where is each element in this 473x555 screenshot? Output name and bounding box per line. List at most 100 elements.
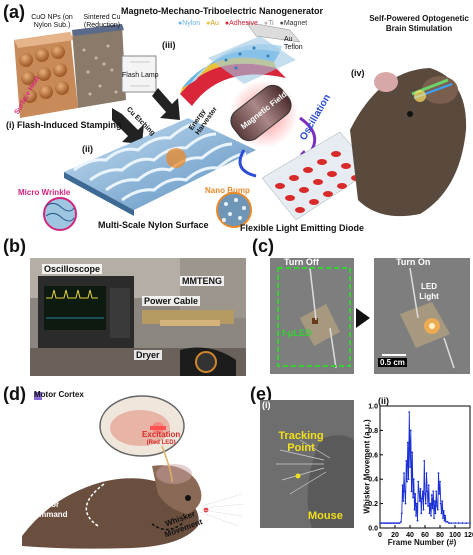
motor-cortex-label: Motor Cortex [34,390,84,399]
data-point-0-64 [437,472,440,474]
step-i-text: Flash-Induced Stamping [17,120,122,130]
data-point-0-22 [406,480,408,483]
data-point-0-80 [461,522,464,525]
data-point-0-19 [403,490,406,493]
chart-y-label: Whisker Movement (a.u.) [362,419,372,514]
sub-ii-label: (ii) [378,396,389,406]
data-point-0-76 [448,522,450,525]
panel-b-label: (b) [3,236,26,256]
legend-dot-adhesive: ● [224,20,230,27]
data-point-0-68 [440,512,443,515]
flash-lamp-icon [121,55,157,93]
power-cable-label: Power Cable [142,296,201,306]
step-iv-label: (iv) [351,68,365,78]
panel-a-label: (a) [3,2,25,22]
x-tick-label-6: 120 [464,532,473,539]
lab-setup-photo [30,258,246,376]
flexible-led-label: Flexible Light Emitting Diode [240,223,365,233]
sintered-label: Sintered Cu (Reduction) [83,14,121,29]
material-legend: ●Nylon ●Au ●Adhesive ●Ti ●Magnet [178,20,307,27]
data-point-0-81 [465,522,468,525]
data-point-0-82 [469,522,471,525]
data-point-0-16 [401,484,404,487]
data-point-0-52 [428,512,431,515]
data-point-0-63 [436,508,439,511]
step-ii-label: (ii) [82,144,93,154]
data-point-0-59 [433,500,436,503]
nano-bump-inset [216,192,252,228]
cuo-nanoparticle-block [14,32,78,118]
led-off-photo [270,258,354,374]
data-point-0-77 [450,522,453,525]
data-point-0-56 [431,507,434,510]
data-point-0-49 [426,490,429,493]
data-point-0-30 [412,496,414,499]
panel-e-tracking-photo: (i) Tracking Point Mouse [260,400,354,528]
au-layer-label: Au [284,36,293,43]
oscilloscope-label: Oscilloscope [42,264,103,274]
mouse-brain-illustration [22,392,245,549]
panel-a-illustration [14,21,467,231]
data-point-0-72 [443,519,446,522]
excitation-sub-text: (Red LED) [146,440,176,446]
data-point-0-2 [382,522,384,525]
panel-d-illustration: Motor Cortex Excitation (Red LED) Motor … [12,386,248,550]
legend-adhesive-label: Adhesive [229,20,258,27]
data-point-0-70 [442,517,444,520]
data-point-0-26 [409,466,411,468]
legend-magnet-label: Magnet [283,20,308,27]
data-point-0-60 [434,512,437,515]
tracking-photo-image [260,400,354,528]
data-point-0-44 [422,508,425,511]
data-point-0-47 [424,502,427,505]
data-point-0-13 [398,522,401,525]
sintered-cu-block [72,24,126,108]
rat-illustration [350,68,467,217]
energy-harvester-layers [180,21,301,106]
data-point-0-40 [419,488,422,490]
multi-scale-label: Multi-Scale Nylon Surface [98,220,209,230]
y-tick-label-5: 1.0 [368,404,378,411]
led-on-photo [374,258,470,374]
x-tick-label-1: 20 [391,532,399,539]
data-point-0-31 [412,478,415,481]
step-i-label: (i) Flash-Induced Stamping [6,120,122,130]
data-point-0-74 [445,521,447,523]
panel-a: (a) Magneto-Mechano-Triboelectric Nanoge… [0,0,473,233]
data-point-0-17 [402,500,405,503]
f-uled-label: f-μLED [282,328,312,338]
chart-x-label: Frame Number (#) [387,538,457,547]
data-point-0-66 [439,480,441,483]
panel-c-label: (c) [252,236,274,256]
sub-i-label: (i) [262,400,271,410]
data-point-0-79 [457,522,460,525]
data-point-0-45 [423,460,426,462]
data-point-0-33 [414,492,417,495]
data-point-0-75 [446,521,449,523]
data-point-0-28 [410,490,413,493]
flash-lamp-label: Flash Lamp [122,72,159,79]
data-point-0-6 [388,522,390,525]
whisker-chart: 0204060801001200.00.20.40.60.81.0 (ii) W… [356,396,473,550]
data-point-0-71 [442,510,445,512]
magnet-icon [230,80,317,178]
scale-bar-label: 0.5 cm [378,358,407,367]
data-point-0-4 [385,522,387,525]
self-powered-label: Self-Powered Optogenetic Brain Stimulati… [369,14,469,33]
data-point-0-36 [416,519,419,522]
y-tick-label-3: 0.6 [368,452,378,459]
data-point-0-3 [383,522,386,525]
data-point-0-37 [417,480,420,483]
arrow-right-icon [356,308,370,328]
panel-d-label: (d) [3,384,26,404]
step-iii-label: (iii) [162,40,176,50]
data-point-0-61 [435,490,438,493]
panel-e-label: (e) [250,384,272,404]
turn-on-label: Turn On [396,258,431,267]
y-tick-label-0: 0.0 [368,526,378,533]
data-point-0-39 [418,500,421,503]
data-point-0-25 [408,411,411,413]
data-point-0-5 [386,522,389,525]
data-point-0-46 [424,492,426,495]
data-point-0-21 [405,460,408,462]
